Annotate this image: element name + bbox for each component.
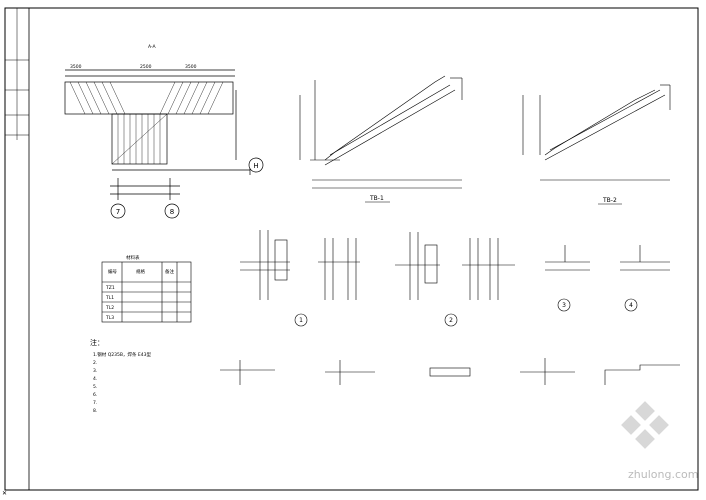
svg-text:编号: 编号 (108, 268, 117, 275)
svg-text:1: 1 (299, 317, 303, 324)
section-tb1 (299, 75, 463, 189)
axis-left-bubble: 7 (110, 203, 126, 219)
svg-text:7.: 7. (93, 400, 97, 406)
svg-text:2.: 2. (93, 360, 97, 366)
svg-text:H: H (253, 162, 258, 170)
svg-text:3: 3 (562, 302, 566, 309)
svg-text:2500: 2500 (140, 64, 152, 70)
svg-text:4: 4 (629, 302, 633, 309)
svg-text:备注: 备注 (165, 268, 174, 275)
detail-bubble-4: 4 (624, 298, 638, 312)
svg-text:6.: 6. (93, 392, 97, 398)
axis-side-bubble: H (248, 157, 264, 173)
svg-text:7: 7 (116, 208, 120, 216)
section-tb2 (522, 84, 671, 181)
watermark-text: zhulong.com (628, 468, 698, 481)
detail-bubble-3: 3 (557, 298, 571, 312)
detail-bubble-2: 2 (444, 313, 458, 327)
svg-text:4.: 4. (93, 376, 97, 382)
axis-right-bubble: 8 (164, 203, 180, 219)
svg-text:1.钢材 Q235B，焊条 E43型: 1.钢材 Q235B，焊条 E43型 (93, 351, 151, 358)
svg-text:5.: 5. (93, 384, 97, 390)
section-tb1-title: TB-1 (369, 195, 384, 202)
connection-details (240, 230, 670, 300)
svg-text:TL2: TL2 (105, 305, 114, 311)
title-strip (5, 8, 29, 140)
svg-text:✕: ✕ (2, 490, 7, 497)
svg-text:A-A: A-A (148, 44, 157, 50)
watermark-logo (621, 401, 669, 449)
material-table (101, 261, 192, 323)
svg-text:3500: 3500 (185, 64, 197, 70)
stair-plan (64, 69, 251, 200)
svg-text:2: 2 (449, 317, 453, 324)
svg-text:TZ1: TZ1 (105, 285, 115, 291)
svg-text:材料表: 材料表 (126, 254, 140, 261)
svg-text:8.: 8. (93, 408, 97, 414)
svg-text:TL3: TL3 (105, 315, 114, 321)
svg-text:3500: 3500 (70, 64, 82, 70)
notes-title: 注： (90, 338, 104, 347)
svg-text:3.: 3. (93, 368, 97, 374)
detail-bubble-1: 1 (294, 313, 308, 327)
section-tb2-title: TB-2 (602, 197, 617, 204)
weld-details (220, 358, 680, 385)
svg-text:规格: 规格 (136, 268, 145, 275)
svg-text:TL1: TL1 (105, 295, 114, 301)
svg-text:8: 8 (170, 208, 174, 216)
outer-border (4, 7, 699, 491)
